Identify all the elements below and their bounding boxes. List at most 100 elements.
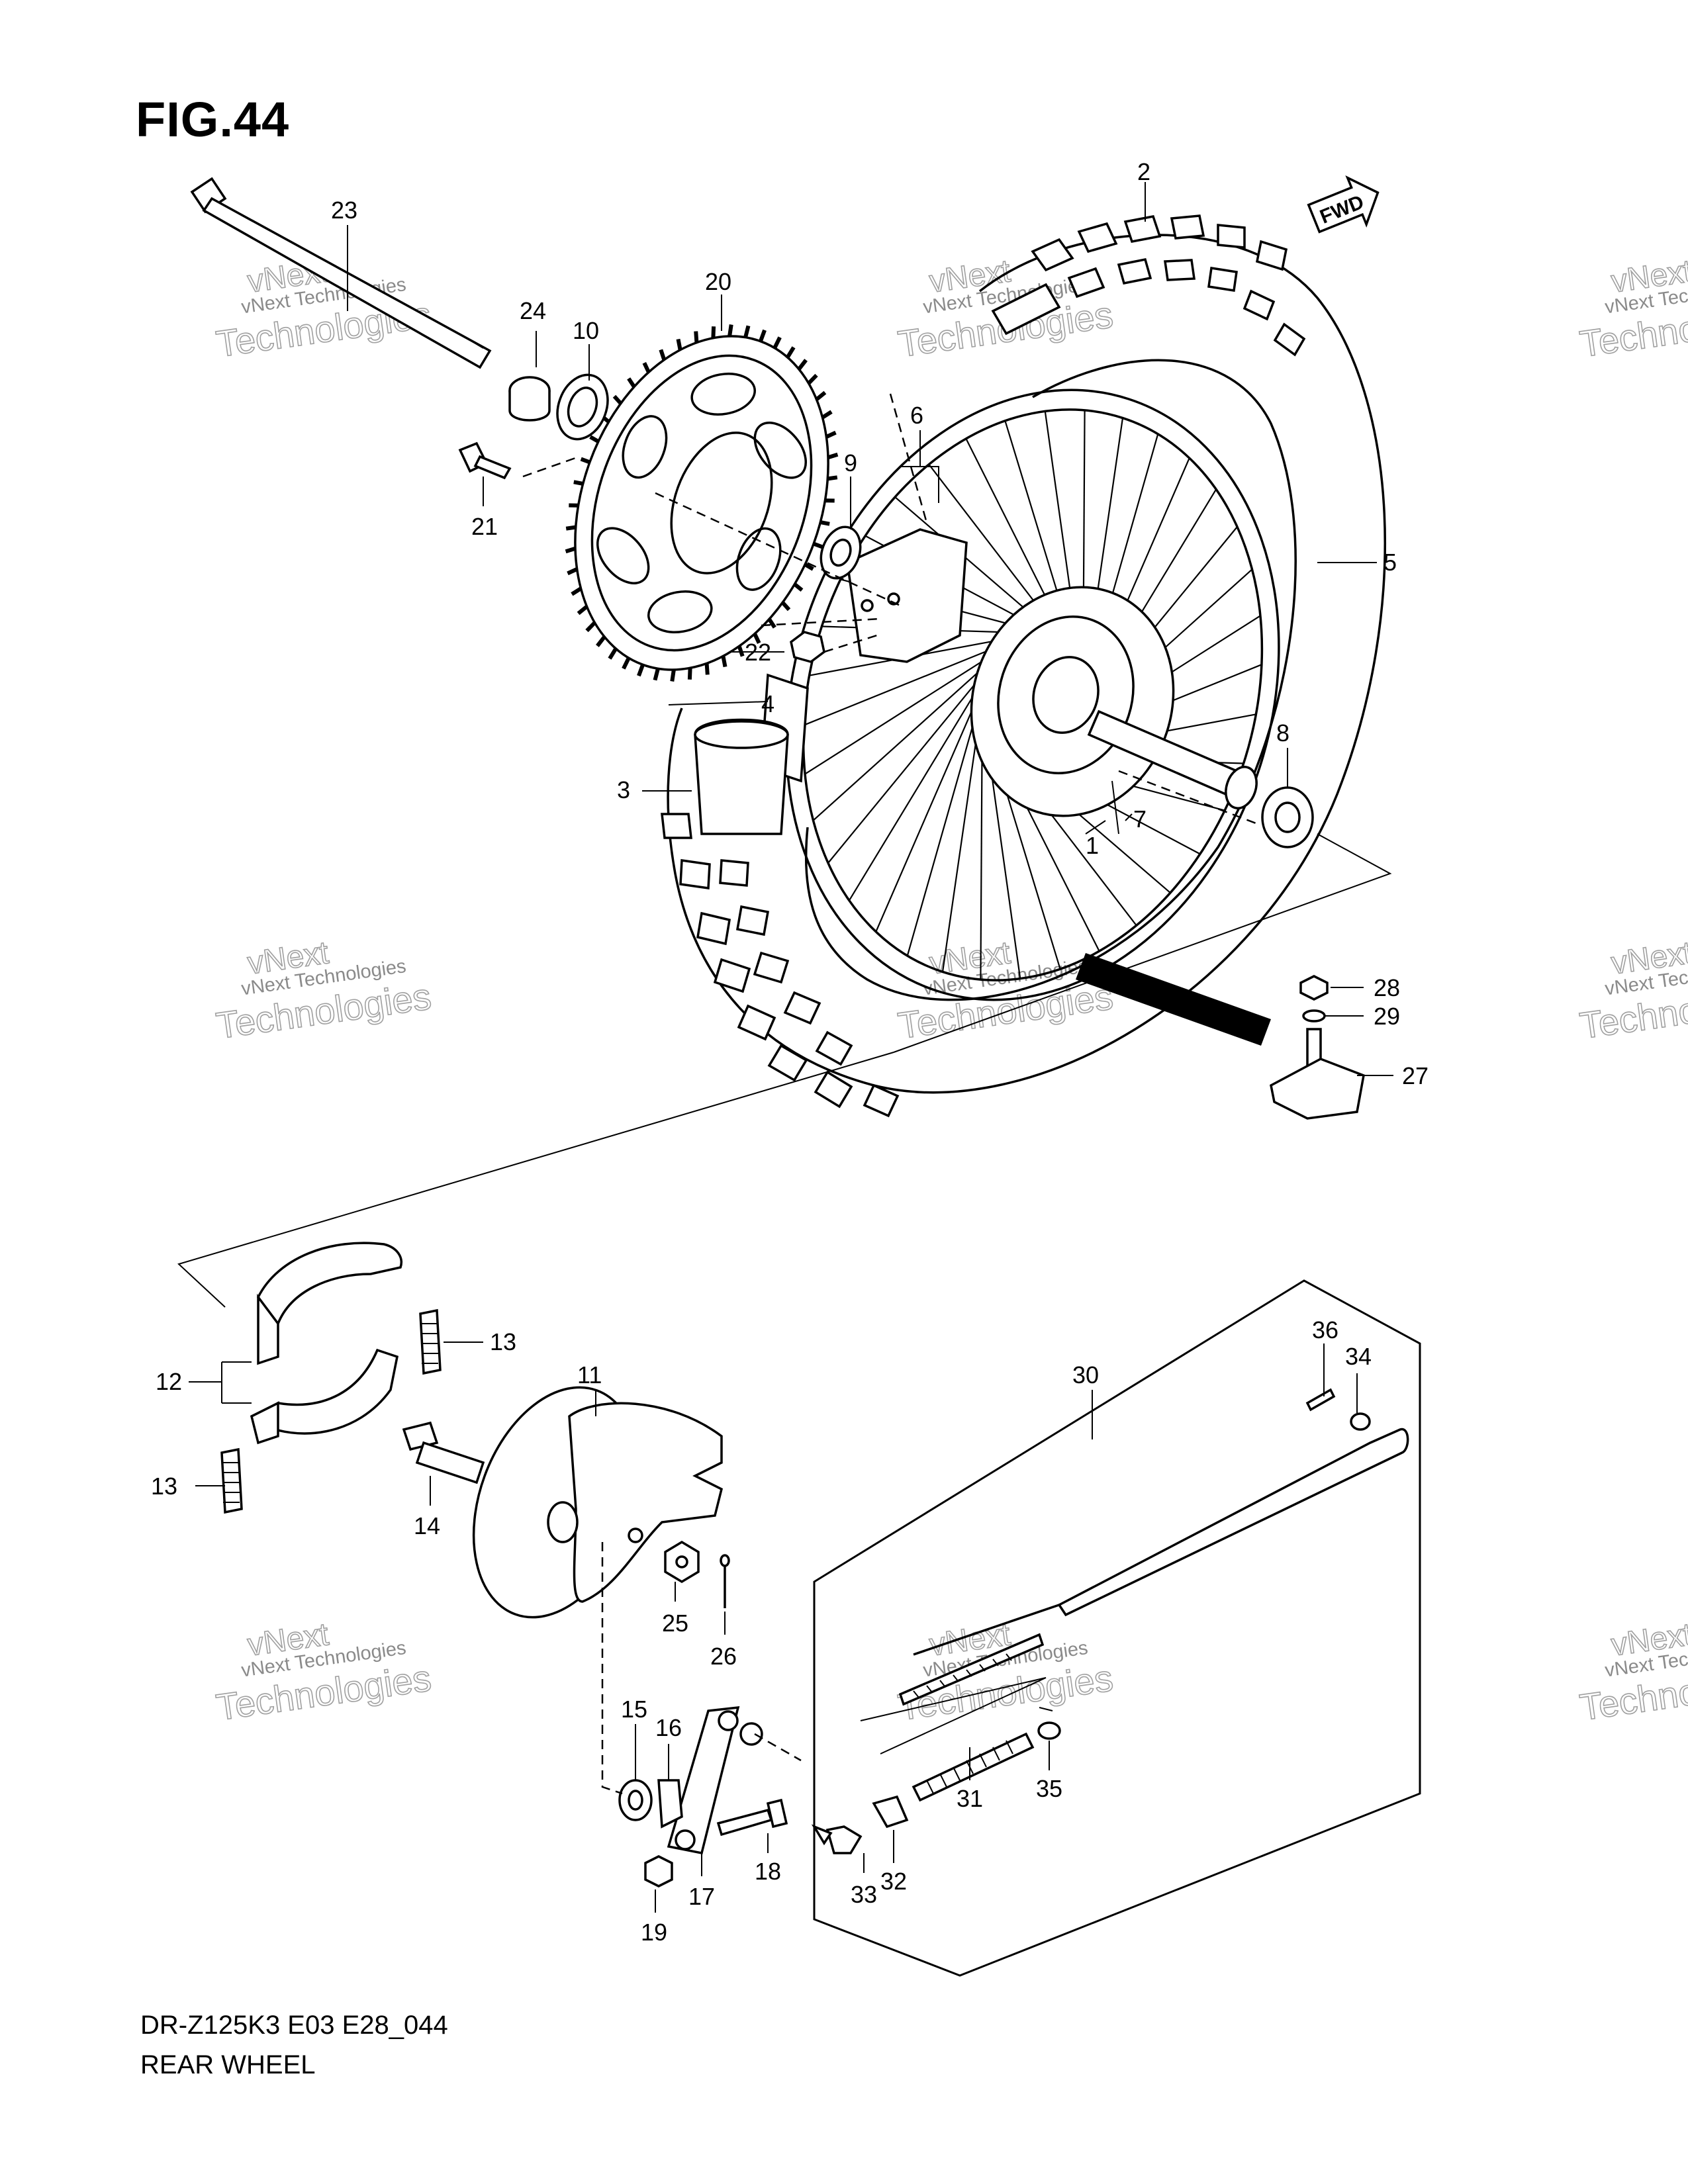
sprocket-tooth: [637, 664, 645, 677]
sprocket-tooth: [589, 435, 600, 443]
sprocket-tooth: [821, 410, 833, 420]
watermark: vNext vNext Technologies Technologies: [1577, 253, 1688, 365]
callout-22: 22: [745, 639, 771, 666]
sprocket-tooth: [567, 567, 578, 576]
callout-32: 32: [880, 1868, 907, 1895]
cotter-pin: [720, 1554, 730, 1608]
callout-26: 26: [710, 1643, 737, 1670]
callout-14: 14: [414, 1512, 440, 1539]
brake-rod-group: [813, 1279, 1421, 1977]
sprocket-lightening-hole: [753, 422, 808, 479]
watermark: vNext vNext Technologies Technologies: [895, 1616, 1116, 1729]
fwd-arrow-badge: FWD: [1307, 175, 1380, 234]
axle-spacer: [508, 376, 551, 422]
callout-33: 33: [851, 1881, 877, 1908]
callout-13: 13: [151, 1473, 177, 1500]
callout-21: 21: [471, 513, 498, 540]
castle-nut: [664, 1540, 700, 1584]
sprocket-tooth: [585, 621, 596, 633]
sprocket-tooth: [573, 480, 584, 486]
spoke: [804, 654, 993, 775]
rod-cotter-pin: [1305, 1388, 1336, 1412]
callout-36: 36: [1312, 1316, 1338, 1343]
brake-shoes: [250, 1242, 402, 1445]
sprocket-tooth: [577, 605, 588, 615]
callout-12: 12: [156, 1368, 182, 1395]
sprocket-tooth: [608, 647, 618, 660]
callout-25: 25: [662, 1610, 688, 1637]
wheel-collar: [694, 718, 789, 835]
sprocket-tooth: [827, 452, 839, 460]
callout-6: 6: [910, 402, 923, 429]
callout-18: 18: [755, 1858, 781, 1885]
sprocket-tooth: [565, 546, 576, 554]
spoke: [941, 722, 980, 972]
sprocket-tooth: [753, 633, 761, 644]
callout-30: 30: [1072, 1361, 1099, 1388]
callout-9: 9: [844, 449, 857, 477]
sprocket-tooth: [565, 525, 577, 531]
cam-seal-washer: [618, 1779, 653, 1821]
sprocket-lightening-hole: [647, 590, 713, 633]
model-code: DR-Z125K3 E03 E28_044: [140, 2011, 448, 2040]
tread-blocks: [661, 214, 1306, 1118]
shoe-spring-upper: [419, 1308, 442, 1375]
callout-5: 5: [1383, 549, 1397, 576]
sprocket-tooth: [670, 669, 676, 682]
sprocket-tooth: [711, 326, 716, 338]
callout-1: 1: [1086, 832, 1099, 859]
callout-17: 17: [688, 1883, 715, 1910]
sprocket-nut: [790, 631, 825, 663]
callout-numbers: 2 23 20 24 10 6 9 21 5 22 4 8 3 7 1 28 2…: [151, 158, 1429, 1946]
spring-washer: [1037, 1721, 1061, 1740]
rod-washer: [1350, 1412, 1371, 1431]
sprocket-tooth: [659, 349, 667, 361]
sprocket-tooth: [737, 645, 745, 657]
sprocket-lightening-hole: [622, 415, 668, 479]
callout-7: 7: [1133, 805, 1147, 833]
spoke: [803, 645, 1000, 726]
leader-lines: [189, 182, 1393, 1913]
callout-2: 2: [1137, 158, 1150, 185]
sprocket-tooth: [825, 430, 837, 439]
sprocket-bolt: [458, 441, 512, 480]
sprocket-lightening-hole: [596, 527, 650, 584]
watermark: vNext vNext Technologies Technologies: [1577, 1616, 1688, 1729]
rim: [785, 388, 1280, 1001]
brake-cam-shaft: [402, 1421, 485, 1484]
sprocket-tooth: [773, 336, 782, 349]
bearing-right: [1261, 786, 1314, 848]
bearing-left: [820, 525, 862, 580]
callout-4: 4: [761, 690, 774, 717]
callout-3: 3: [617, 776, 630, 803]
sprocket-tooth: [815, 390, 827, 401]
callout-29: 29: [1374, 1003, 1400, 1030]
sprocket-tooth: [612, 394, 623, 405]
watermark: vNext vNext Technologies Technologies: [213, 1616, 434, 1729]
sprocket-tooth: [704, 663, 710, 675]
brake-panel: [472, 1386, 724, 1619]
sprocket-tooth: [807, 373, 818, 385]
wear-indicator-plate: [657, 1779, 683, 1829]
spoke: [986, 742, 1021, 979]
cam-lever-bolt: [716, 1798, 788, 1837]
assembly-guides: [522, 393, 1258, 1795]
sprocket-tooth: [797, 359, 808, 371]
watermark: vNext vNext Technologies Technologies: [213, 934, 434, 1047]
perspective-lines: [177, 833, 1392, 1754]
callout-16: 16: [655, 1714, 682, 1741]
cam-lever-nut: [644, 1855, 673, 1888]
sprocket-tooth: [622, 657, 631, 670]
sprocket-tooth: [813, 541, 823, 549]
watermark: vNext vNext Technologies Technologies: [1577, 934, 1688, 1047]
sprocket-tooth: [804, 563, 814, 571]
spoke: [875, 699, 978, 933]
sprocket-lightening-hole: [690, 373, 757, 416]
spoke: [980, 733, 983, 980]
callout-8: 8: [1276, 719, 1289, 747]
sprocket-lightening-hole: [735, 527, 782, 591]
sprocket-tooth: [767, 617, 776, 629]
callout-19: 19: [641, 1919, 667, 1946]
spoke: [848, 687, 979, 901]
